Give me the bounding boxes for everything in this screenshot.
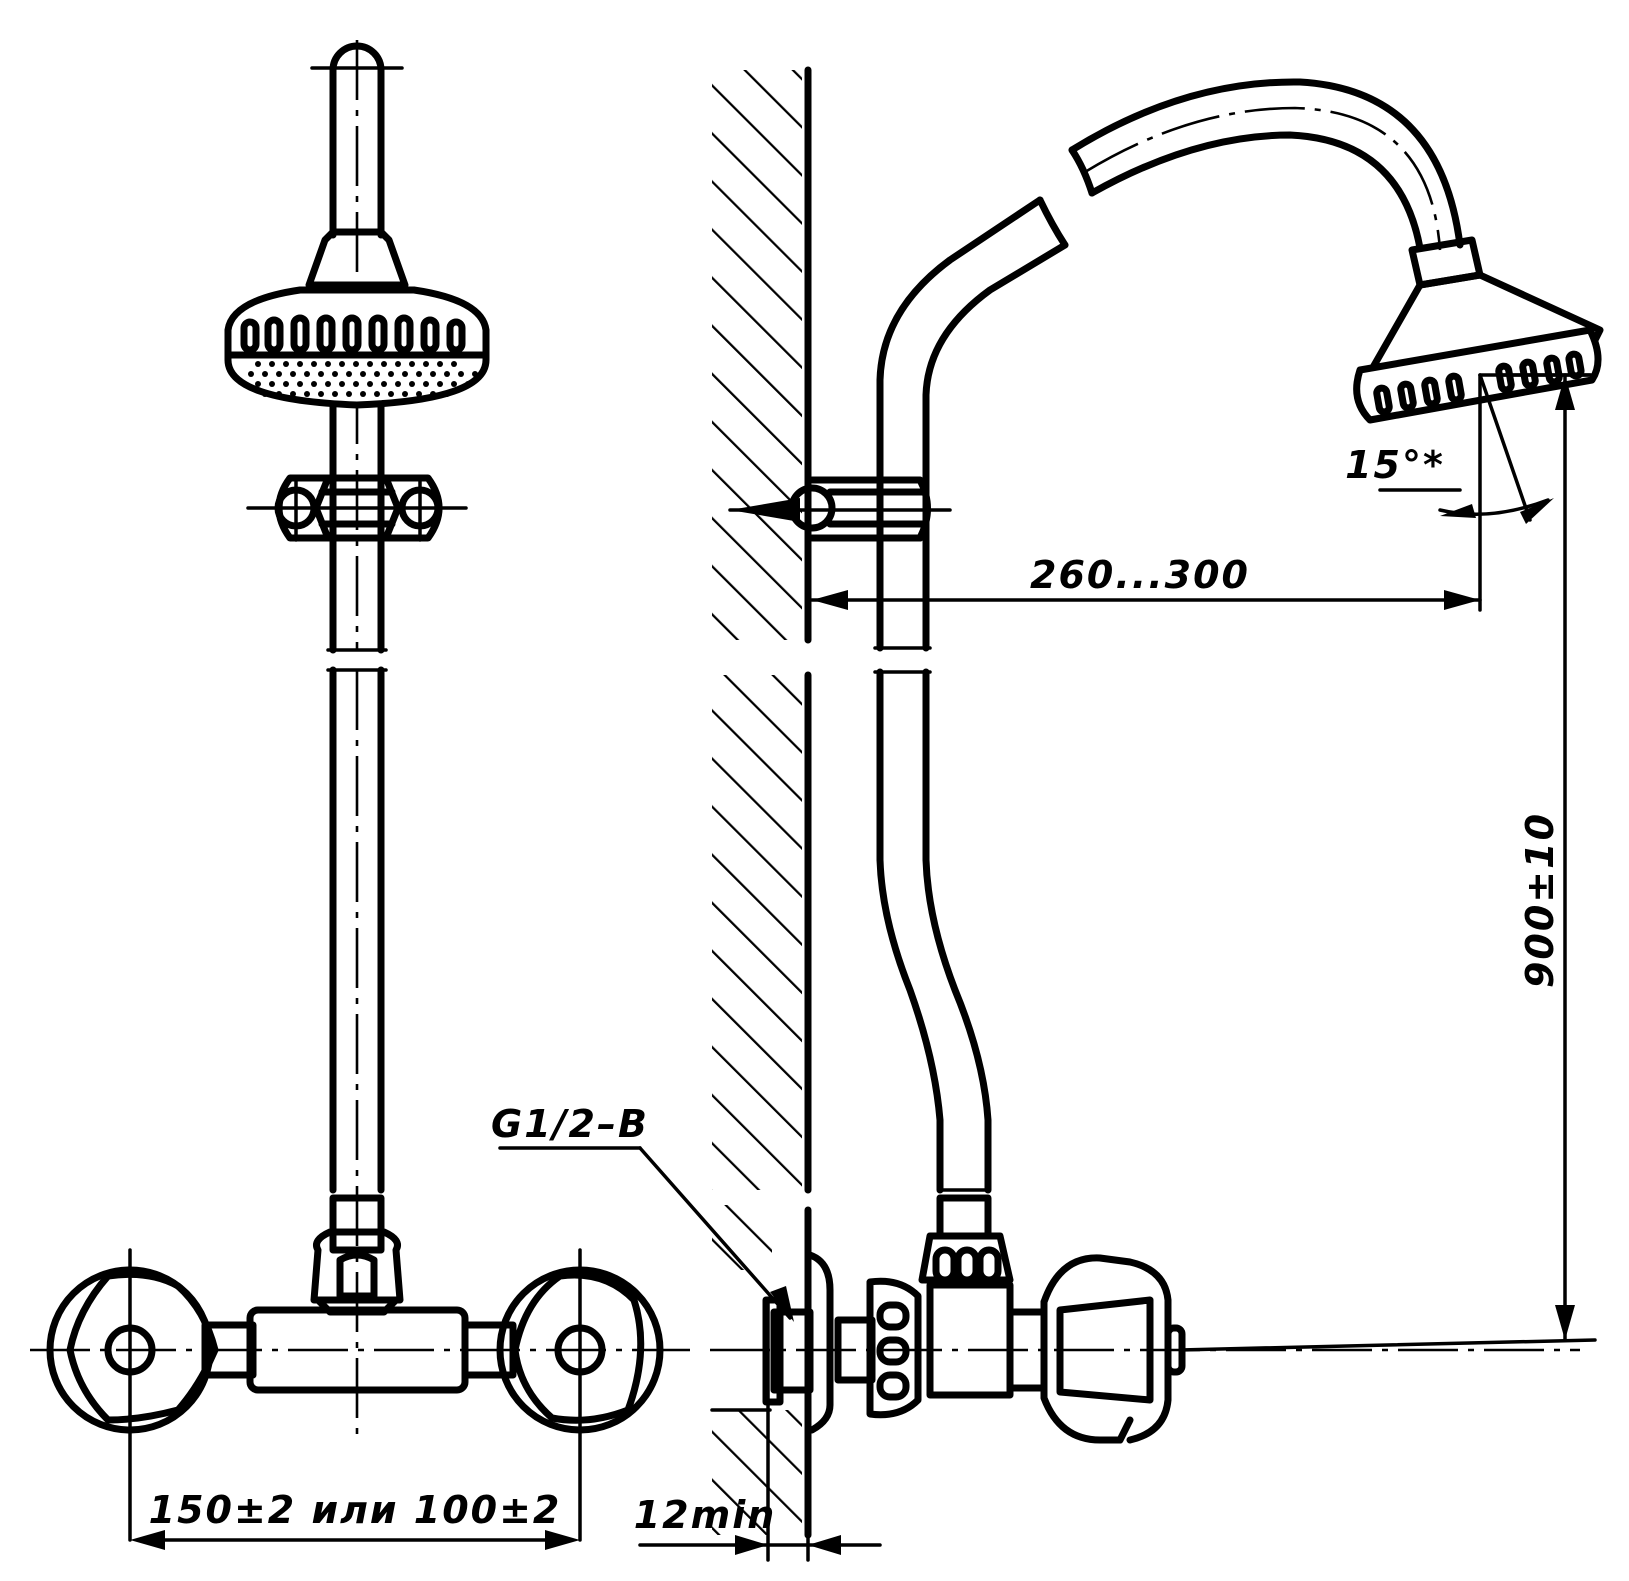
dimension-arm-reach: 260...300 (810, 553, 1482, 610)
wall-section-middle (712, 671, 812, 1194)
dimension-text-head-tilt: 15°* (1345, 443, 1445, 487)
side-valve-handle (1006, 1254, 1186, 1444)
wall-section-lower (710, 1205, 812, 1539)
dimension-text-wall-clearance: 12min (634, 1493, 777, 1537)
front-wall-bracket (246, 474, 468, 542)
side-shower-arm (1068, 78, 1464, 252)
dimension-handle-spacing: 150±2 или 100±2 (130, 1488, 580, 1550)
front-head-slots (240, 314, 466, 354)
dimension-text-mount-height: 900±10 (1518, 812, 1562, 988)
front-view: 150±2 или 100±2 (30, 40, 690, 1550)
side-view: 15°* 260...300 900±10 (491, 66, 1604, 1562)
front-left-handle (46, 1248, 219, 1542)
side-riser-pipe (873, 196, 1069, 1194)
callout-thread: G1/2–B (491, 1102, 794, 1322)
dimension-mount-height: 900±10 (1498, 373, 1597, 1342)
wall-section-upper (712, 66, 812, 644)
front-shower-head (224, 228, 490, 409)
dimension-text-handle-spacing: 150±2 или 100±2 (149, 1488, 562, 1532)
side-nut-lobes (932, 1246, 1002, 1284)
front-right-handle (496, 1248, 664, 1542)
front-head-spray-holes (241, 361, 478, 397)
side-mixer-body (710, 1194, 1597, 1434)
dimension-head-tilt: 15°* (1345, 443, 1554, 524)
side-head-slots (1373, 350, 1585, 416)
callout-text-thread: G1/2–B (491, 1102, 649, 1146)
front-mixer-body (30, 1194, 690, 1394)
dimension-wall-clearance: 12min (634, 1298, 882, 1562)
dimension-text-arm-reach: 260...300 (1030, 553, 1250, 597)
